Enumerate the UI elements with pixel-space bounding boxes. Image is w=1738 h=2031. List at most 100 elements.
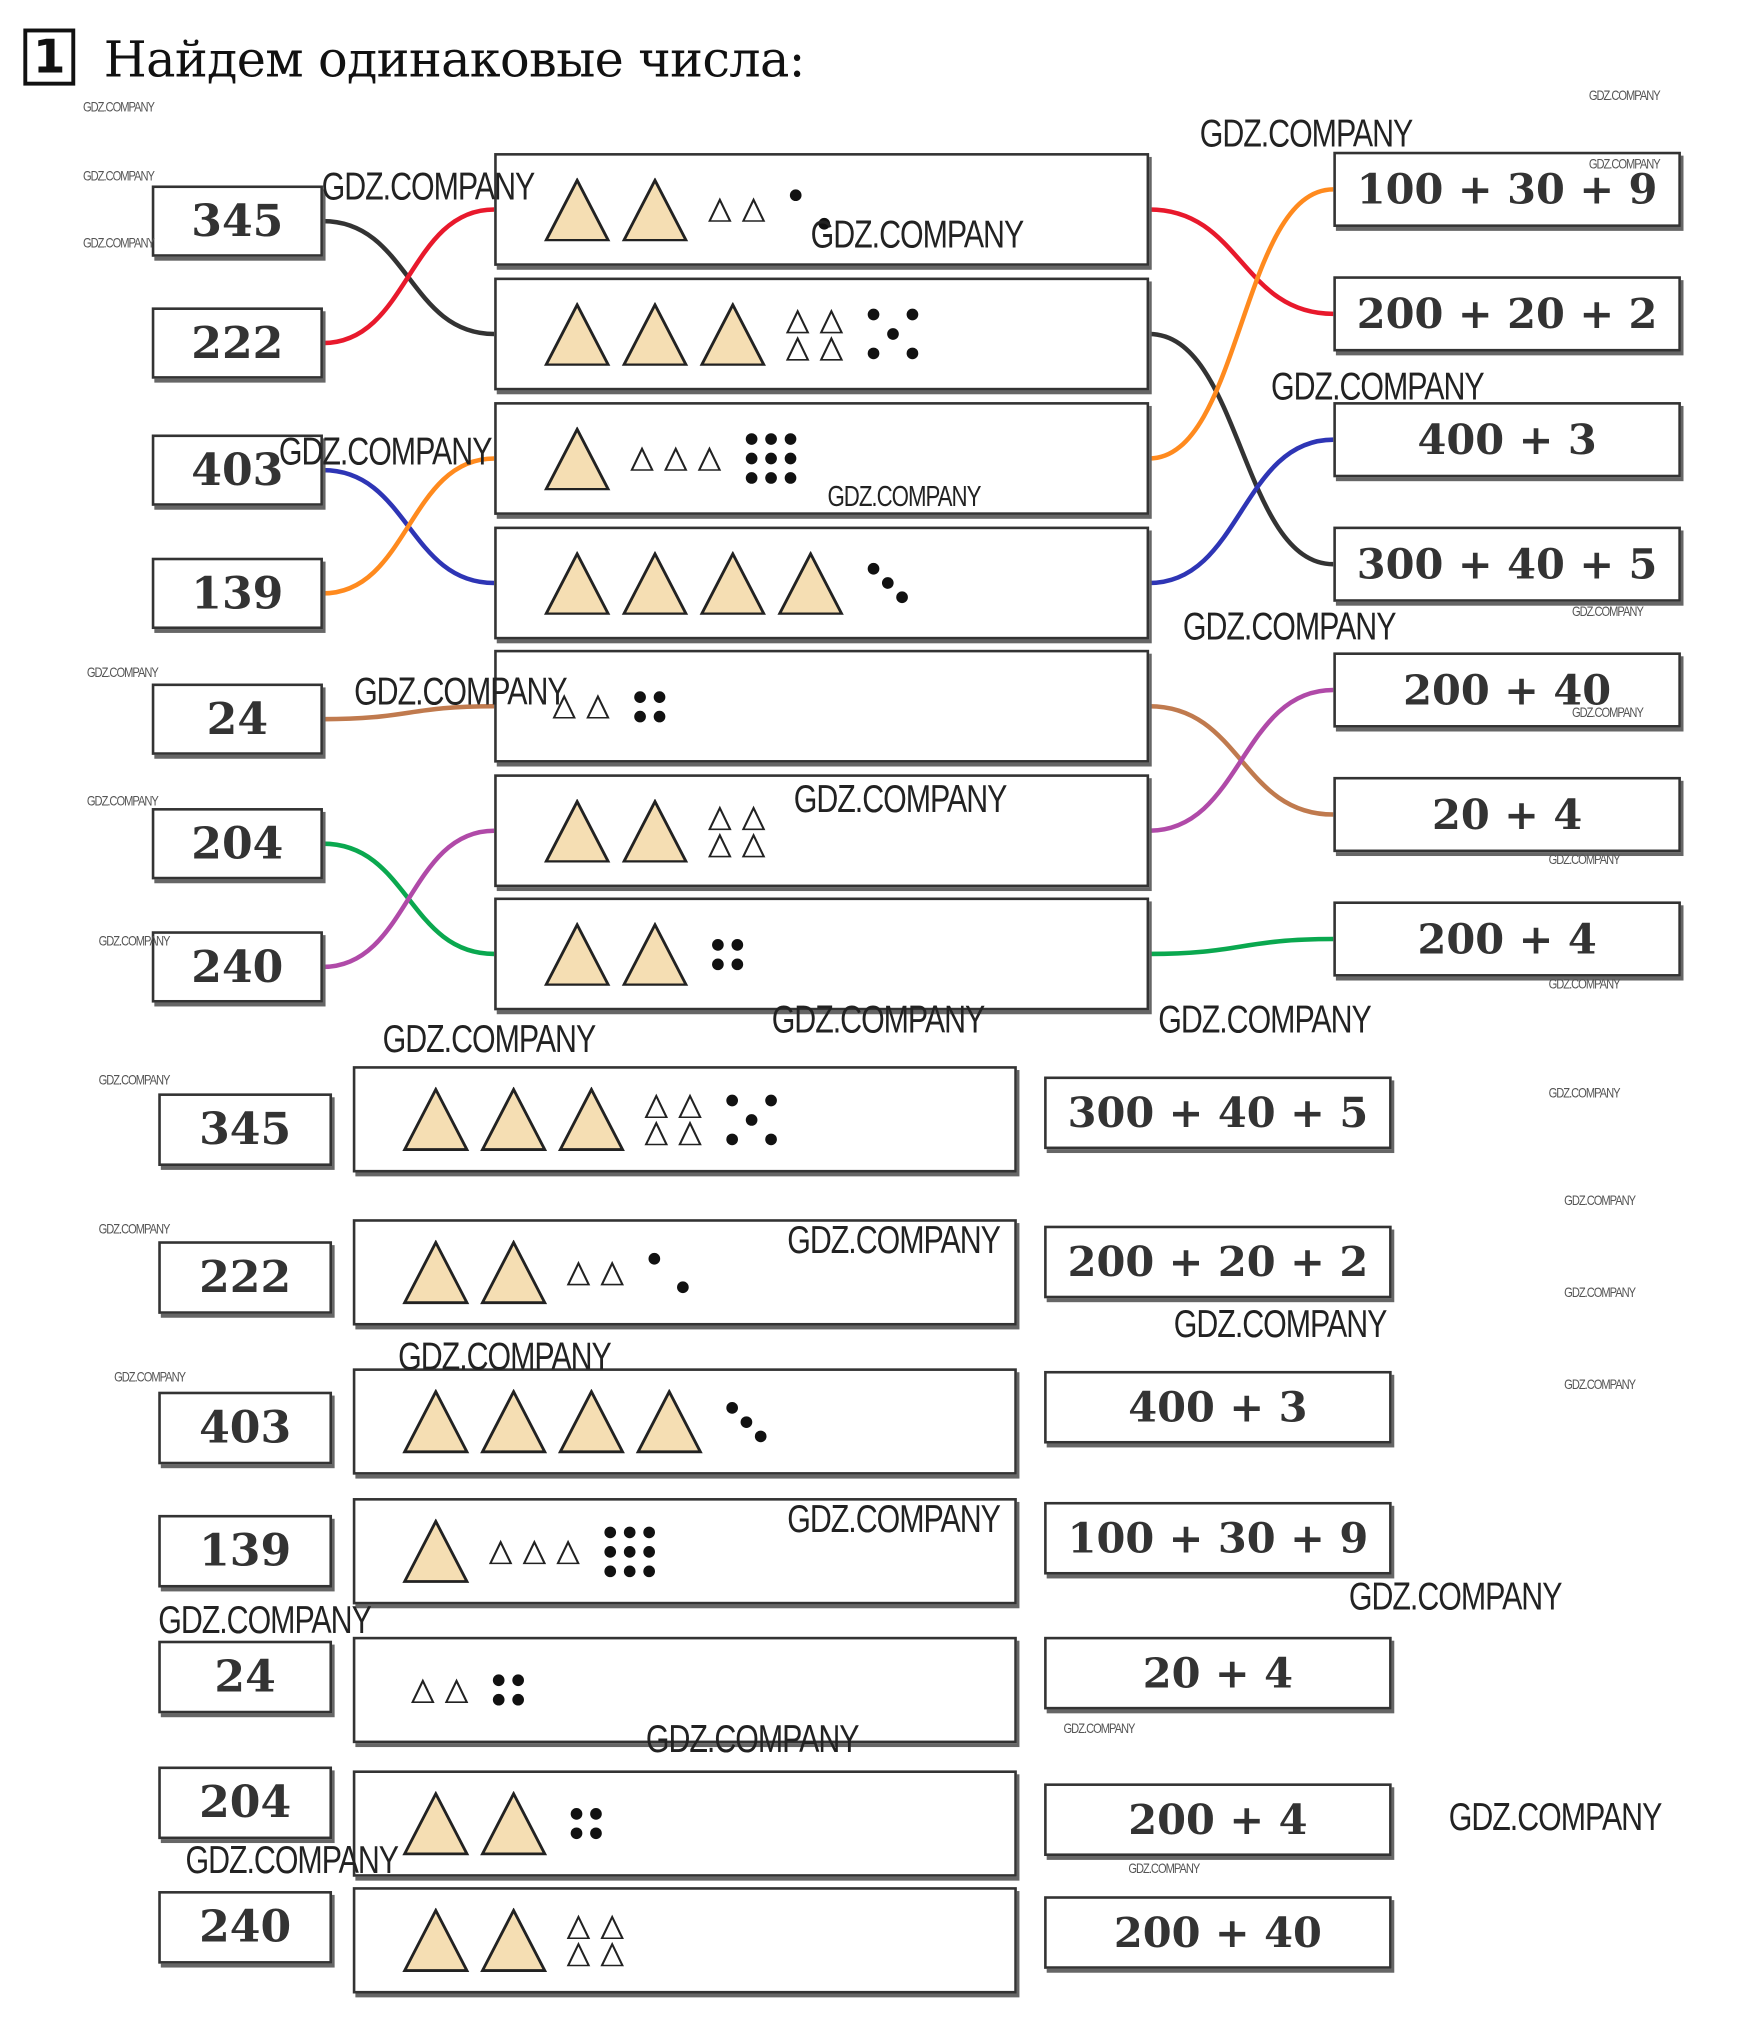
dot-icon [765,1094,777,1106]
gdz-watermark: GDZ.COMPANY [185,1839,399,1882]
big-triangle-icon [543,426,611,491]
dot-group [712,938,744,970]
gdz-watermark: GDZ.COMPANY [86,793,159,810]
answer-picture-box [352,1219,1017,1326]
dot-icon [726,1401,738,1414]
gdz-watermark: GDZ.COMPANY [1158,998,1372,1042]
gdz-watermark: GDZ.COMPANY [1271,365,1485,409]
big-triangle-icon [621,798,689,863]
answer-number-box: 139 [158,1514,333,1588]
small-triangle-icon [678,1120,702,1146]
small-triangles [410,1677,470,1703]
small-triangle-icon [741,832,766,857]
dot-icon [896,591,908,604]
number-to-picture-line [322,207,495,346]
big-triangle-icon [621,921,689,986]
gdz-watermark: GDZ.COMPANY [787,1498,1001,1541]
spacer [663,1252,675,1264]
gdz-watermark: GDZ.COMPANY [398,1335,612,1379]
dot-icon [906,347,919,360]
gdz-watermark: GDZ.COMPANY [114,1369,186,1386]
gdz-watermark: GDZ.COMPANY [1564,1193,1636,1209]
dot-icon [818,217,831,230]
expression-box: 300 + 40 + 5 [1333,526,1681,602]
answer-number-box: 240 [158,1891,333,1964]
gdz-watermark: GDZ.COMPANY [1571,604,1644,620]
dot-icon [906,308,919,321]
spacer [755,1416,767,1428]
dot-group [867,308,919,360]
expression-box: 200 + 40 [1333,652,1681,728]
gdz-watermark: GDZ.COMPANY [278,430,493,474]
dot-icon [784,472,797,484]
small-triangle-icon [600,1260,624,1285]
answer-number-box: 24 [158,1640,333,1714]
dot-icon [653,710,666,722]
spacer [868,591,880,603]
small-triangle-icon [697,446,722,471]
small-triangles [488,1539,581,1564]
spacer [882,591,894,603]
picture-box [494,153,1150,266]
big-triangle-icon [402,1791,470,1856]
picture-to-expression-line [1149,936,1334,957]
answer-number-box: 403 [158,1391,333,1465]
dot-icon [590,1808,602,1820]
small-triangle-icon [819,335,844,360]
big-triangle-icon [480,1389,548,1454]
big-triangle-icon [621,301,689,366]
small-triangle-icon [522,1539,547,1564]
spacer [755,1401,767,1413]
gdz-watermark: GDZ.COMPANY [98,1072,171,1089]
expression-box: 100 + 30 + 9 [1333,151,1681,227]
dot-icon [604,1545,617,1558]
gdz-watermark: GDZ.COMPANY [1548,852,1621,868]
picture-box [494,774,1150,888]
gdz-watermark: GDZ.COMPANY [1182,605,1397,649]
answer-picture-box [352,1066,1017,1173]
small-triangle-icon [488,1539,513,1564]
dot-icon [643,1545,655,1558]
picture-to-expression-line [1149,437,1334,586]
answer-picture-box [352,1770,1017,1877]
spacer [818,189,830,201]
dot-icon [623,1525,636,1538]
dot-icon [765,433,777,445]
answer-number-box: 222 [158,1241,333,1314]
expression-box: 400 + 3 [1333,402,1681,478]
dot-icon [745,1113,758,1126]
small-triangle-icon [741,804,766,830]
answer-picture-box [352,1368,1017,1475]
expression-box: 20 + 4 [1333,776,1681,853]
gdz-watermark: GDZ.COMPANY [771,998,986,1042]
small-triangle-icon [600,1941,624,1967]
spacer [741,1430,753,1442]
spacer [896,577,908,589]
small-triangles [643,1093,703,1146]
small-triangle-icon [678,1093,702,1119]
picture-to-expression-line [1149,187,1334,461]
gdz-watermark: GDZ.COMPANY [98,933,171,950]
spacer [790,218,802,230]
number-box: 240 [151,931,323,1003]
answer-number-box: 204 [158,1766,333,1840]
spacer [765,1113,777,1125]
spacer [741,1401,753,1413]
spacer [887,309,899,321]
spacer [677,1267,689,1279]
dot-icon [745,472,758,484]
spacer [649,1267,661,1279]
small-triangle-icon [741,197,766,222]
small-triangle-icon [556,1539,580,1564]
expression-box: 200 + 4 [1333,901,1681,977]
exercise-number: 1 [23,28,76,86]
answer-expression-box: 200 + 20 + 2 [1044,1225,1392,1299]
gdz-watermark: GDZ.COMPANY [787,1219,1001,1262]
small-triangle-icon [411,1677,435,1703]
dot-group [726,1094,777,1145]
answer-number-box: 345 [158,1093,333,1167]
dot-icon [492,1674,505,1687]
dot-icon [604,1564,617,1577]
gdz-watermark: GDZ.COMPANY [1564,1285,1636,1301]
dot-group [604,1525,655,1577]
